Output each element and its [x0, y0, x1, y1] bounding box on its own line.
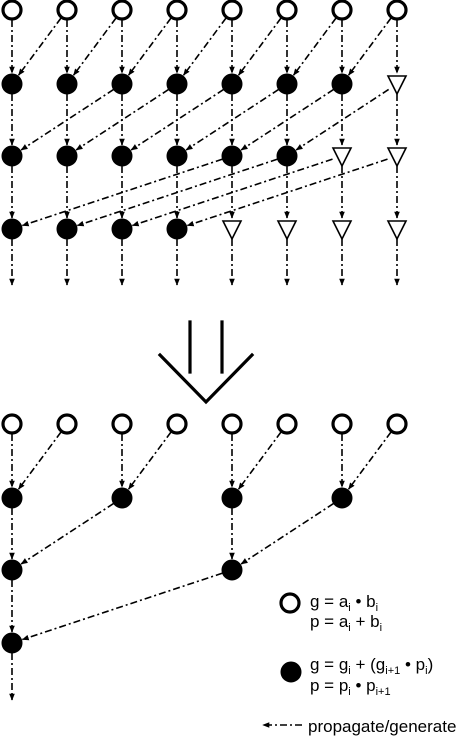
- bottom-node-l1-c2: [111, 487, 133, 509]
- top-diagonal-edge-r2-c3: [186, 158, 388, 227]
- top-diagonal-edge-r0-c6: [347, 17, 392, 76]
- top-node-r3-c2: [111, 218, 133, 240]
- bottom-diagonal-edge-l0-c6: [347, 431, 392, 490]
- bottom-node-l1-c0: [1, 487, 23, 509]
- top-node-r2-c1: [56, 145, 78, 167]
- bottom-input-node-c7: [386, 413, 408, 435]
- top-diagonal-edge-r1-c4: [240, 88, 335, 151]
- legend-filled-node-p: p = pi • pi+1: [310, 676, 391, 698]
- top-node-r3-c7: [386, 220, 408, 241]
- bottom-diagonal-edge-l1-c4: [240, 502, 335, 565]
- bottom-input-node-c1: [56, 413, 78, 435]
- bottom-node-l1-c4: [221, 487, 243, 509]
- top-diagonal-edge-r0-c4: [237, 17, 282, 76]
- top-node-r1-c5: [276, 73, 298, 95]
- bottom-node-l2-c4: [221, 559, 243, 581]
- top-node-r0-c5: [276, 0, 298, 21]
- top-diagonal-edge-r1-c3: [185, 88, 280, 151]
- top-node-r1-c7: [386, 75, 408, 96]
- top-diagonal-edge-r1-c1: [75, 88, 170, 151]
- top-node-r2-c5: [276, 145, 298, 167]
- top-diagonal-edge-r0-c3: [182, 17, 227, 76]
- top-node-r3-c5: [276, 220, 298, 241]
- top-node-r1-c0: [1, 73, 23, 95]
- bottom-input-node-c5: [276, 413, 298, 435]
- bottom-input-node-c6: [331, 413, 353, 435]
- legend-open-node-g: g = ai • bi: [310, 592, 379, 614]
- legend-arrow-label: propagate/generate: [308, 717, 457, 736]
- bottom-input-node-c0: [1, 413, 23, 435]
- bottom-diagonal-edge-l0-c0: [17, 431, 62, 490]
- bottom-diagonal-edge-l2-c0: [21, 572, 223, 641]
- top-node-r0-c6: [331, 0, 353, 21]
- top-node-r2-c7: [386, 147, 408, 168]
- top-node-r3-c0: [1, 218, 23, 240]
- bottom-input-node-c2: [111, 413, 133, 435]
- legend-open-node-p: p = ai + bi: [310, 612, 383, 634]
- bottom-node-l1-c6: [331, 487, 353, 509]
- top-node-r1-c2: [111, 73, 133, 95]
- top-diagonal-edge-r1-c0: [20, 88, 115, 151]
- top-diagonal-edge-r2-c2: [131, 158, 333, 227]
- down-arrow-icon: [157, 320, 255, 405]
- top-node-r1-c6: [331, 73, 353, 95]
- top-node-r1-c1: [56, 73, 78, 95]
- top-node-r0-c2: [111, 0, 133, 21]
- bottom-diagonal-edge-l0-c4: [237, 431, 282, 490]
- top-node-r0-c7: [386, 0, 408, 21]
- top-node-r2-c4: [221, 145, 243, 167]
- top-node-r3-c4: [221, 220, 243, 241]
- bottom-node-l3-c0: [1, 632, 23, 654]
- top-node-r3-c6: [331, 220, 353, 241]
- legend-filled-node-g: g = gi + (gi+1 • pi): [310, 655, 434, 677]
- bottom-input-node-c3: [166, 413, 188, 435]
- top-diagonal-edge-r1-c5: [295, 88, 390, 151]
- top-node-r2-c3: [166, 145, 188, 167]
- top-node-r1-c3: [166, 73, 188, 95]
- filled-circle-icon: [280, 661, 302, 683]
- top-node-r0-c4: [221, 0, 243, 21]
- bottom-input-node-c4: [221, 413, 243, 435]
- top-node-r3-c3: [166, 218, 188, 240]
- bottom-diagonal-edge-l1-c0: [20, 502, 115, 565]
- top-diagonal-edge-r2-c0: [21, 158, 223, 227]
- top-node-r0-c1: [56, 0, 78, 21]
- top-node-r0-c0: [1, 0, 23, 21]
- bottom-node-l2-c0: [1, 559, 23, 581]
- top-diagonal-edge-r1-c2: [130, 88, 225, 151]
- top-node-r0-c3: [166, 0, 188, 21]
- top-node-r2-c2: [111, 145, 133, 167]
- top-diagonal-edge-r0-c0: [17, 17, 62, 76]
- top-diagonal-edge-r0-c5: [292, 17, 337, 76]
- top-node-r2-c6: [331, 147, 353, 168]
- top-diagonal-edge-r0-c2: [127, 17, 172, 76]
- top-diagonal-edge-r2-c1: [76, 158, 278, 227]
- top-node-r2-c0: [1, 145, 23, 167]
- top-node-r3-c1: [56, 218, 78, 240]
- top-diagonal-edge-r0-c1: [72, 17, 117, 76]
- open-circle-icon: [279, 592, 301, 614]
- bottom-diagonal-edge-l0-c2: [127, 431, 172, 490]
- top-node-r1-c4: [221, 73, 243, 95]
